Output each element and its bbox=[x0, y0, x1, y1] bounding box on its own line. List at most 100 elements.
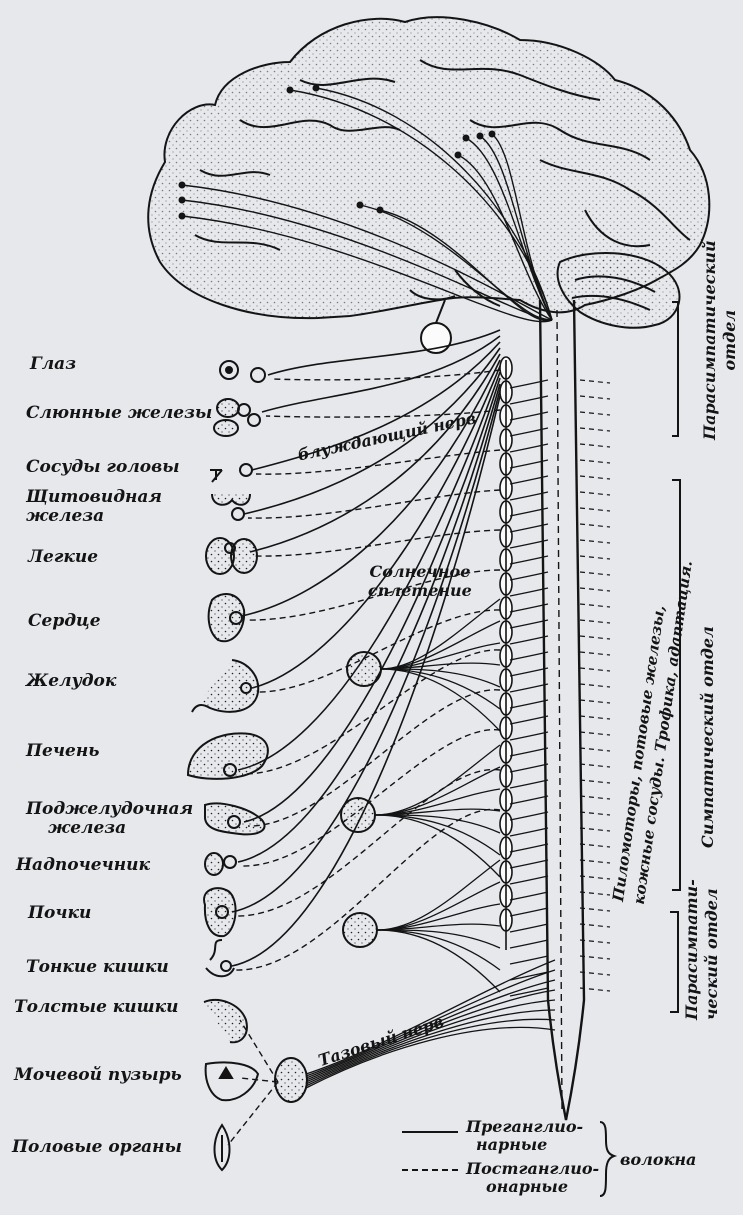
organ-drawings bbox=[188, 361, 268, 1170]
legend-lines bbox=[402, 1132, 458, 1170]
ramus-fiber bbox=[510, 620, 548, 628]
label-parasympathetic-upper-line2: отдел bbox=[720, 240, 740, 440]
skin-fiber bbox=[580, 620, 610, 623]
label-parasympathetic-lower-line1: Парасимпати- bbox=[682, 879, 702, 1020]
ramus-fiber bbox=[510, 924, 548, 932]
skin-fiber bbox=[580, 812, 610, 815]
ramus-fiber bbox=[510, 604, 548, 612]
skin-fiber bbox=[580, 764, 610, 767]
ramus-fiber bbox=[510, 668, 548, 676]
splanchnic-fiber bbox=[377, 930, 500, 992]
skin-fiber bbox=[580, 604, 610, 607]
ramus-fiber bbox=[510, 700, 548, 708]
skin-fiber bbox=[580, 892, 610, 895]
ramus-fiber bbox=[510, 716, 548, 724]
ramus-fiber bbox=[510, 844, 548, 852]
skin-fiber bbox=[580, 444, 610, 447]
label-genitals: Половые органы bbox=[12, 1138, 182, 1157]
kidneys-drawing bbox=[204, 888, 235, 936]
legend-post-line1: Постганглио- bbox=[466, 1160, 599, 1178]
label-parasympathetic-lower: Парасимпати- ческий отдел bbox=[682, 879, 722, 1020]
label-solar-plexus-line2: сплетение bbox=[368, 581, 472, 600]
label-head-vessels: Сосуды головы bbox=[26, 458, 180, 477]
bracket-parasympathetic-upper bbox=[672, 302, 678, 436]
skin-fiber bbox=[580, 684, 610, 687]
skin-fiber bbox=[580, 572, 610, 575]
skin-fiber bbox=[580, 524, 610, 527]
label-parasympathetic-upper-line1: Парасимпатический bbox=[700, 240, 720, 440]
pelvic-postganglionic bbox=[228, 1082, 278, 1145]
ramus-fiber bbox=[510, 684, 548, 692]
pancreas-drawing bbox=[205, 803, 265, 834]
legend-fibers: волокна bbox=[620, 1150, 696, 1169]
label-thyroid-line1: Щитовидная bbox=[26, 488, 162, 507]
splanchnic-fiber bbox=[377, 882, 500, 930]
ramus-fiber bbox=[510, 732, 548, 740]
skin-fiber bbox=[580, 732, 610, 735]
label-kidneys: Почки bbox=[28, 904, 91, 923]
label-liver: Печень bbox=[26, 742, 99, 761]
ramus-fiber bbox=[510, 908, 548, 916]
label-bladder: Мочевой пузырь bbox=[14, 1066, 182, 1085]
vagus-fiber bbox=[262, 336, 500, 412]
skin-fiber bbox=[580, 716, 610, 719]
skin-fiber bbox=[580, 876, 610, 879]
ramus-fiber bbox=[510, 748, 548, 756]
label-pancreas: Поджелудочная железа bbox=[26, 800, 193, 838]
bracket-parasympathetic-lower bbox=[670, 912, 678, 1012]
splanchnic-fiber bbox=[377, 930, 500, 970]
splanchnic-fiber bbox=[375, 767, 500, 815]
label-adrenal: Надпочечник bbox=[16, 856, 150, 875]
legend-post-line2: онарные bbox=[466, 1178, 599, 1196]
splanchnic-fiber bbox=[375, 815, 500, 833]
skin-fiber bbox=[580, 748, 610, 751]
legend-postganglionic: Постганглио- онарные bbox=[466, 1160, 599, 1196]
ramus-fiber bbox=[510, 940, 548, 948]
skin-fiber bbox=[580, 636, 610, 639]
brain bbox=[148, 17, 709, 353]
vagus-fiber bbox=[268, 330, 500, 375]
ramus-fiber bbox=[510, 652, 548, 660]
label-small-intestine: Тонкие кишки bbox=[26, 958, 169, 977]
label-pancreas-line1: Поджелудочная bbox=[26, 800, 193, 819]
skin-fiber bbox=[580, 908, 610, 911]
lungs-drawing bbox=[206, 538, 257, 574]
skin-fiber bbox=[580, 924, 610, 927]
label-solar-plexus: Солнечное сплетение bbox=[368, 562, 472, 600]
skin-fiber bbox=[580, 828, 610, 831]
ramus-fiber bbox=[510, 636, 548, 644]
small-intestine-drawing bbox=[206, 940, 234, 976]
skin-fiber bbox=[580, 652, 610, 655]
splanchnic-fiber bbox=[381, 669, 500, 709]
skin-fiber bbox=[580, 540, 610, 543]
label-heart: Сердце bbox=[28, 612, 101, 631]
skin-fiber bbox=[580, 380, 610, 383]
skin-fiber bbox=[580, 588, 610, 591]
skin-fiber bbox=[580, 556, 610, 559]
ramus-fiber bbox=[510, 956, 548, 964]
ramus-fiber bbox=[510, 828, 548, 836]
salivary-drawing bbox=[214, 399, 260, 436]
label-thyroid-line2: железа bbox=[26, 507, 162, 526]
legend-pre-line2: нарные bbox=[466, 1136, 583, 1154]
label-large-intestine: Толстые кишки bbox=[14, 998, 179, 1017]
skin-fiber bbox=[580, 844, 610, 847]
skin-fiber bbox=[580, 460, 610, 463]
label-thyroid: Щитовидная железа bbox=[26, 488, 162, 526]
bladder-drawing bbox=[206, 1062, 258, 1100]
skin-fiber bbox=[580, 940, 610, 943]
skin-fiber bbox=[580, 508, 610, 511]
sympathetic-trunk bbox=[500, 357, 512, 950]
skin-fiber bbox=[580, 796, 610, 799]
skin-fiber bbox=[580, 860, 610, 863]
spinal-cord bbox=[540, 300, 584, 1120]
postganglionic-fiber bbox=[254, 530, 500, 556]
ramus-fiber bbox=[510, 812, 548, 820]
liver-drawing bbox=[188, 733, 268, 779]
legend-pre-line1: Преганглио- bbox=[466, 1118, 583, 1136]
inferior-mesenteric-ganglion bbox=[343, 913, 377, 947]
large-intestine-drawing bbox=[204, 1000, 247, 1042]
skin-fiber bbox=[580, 668, 610, 671]
splanchnic-fiber bbox=[375, 815, 500, 855]
